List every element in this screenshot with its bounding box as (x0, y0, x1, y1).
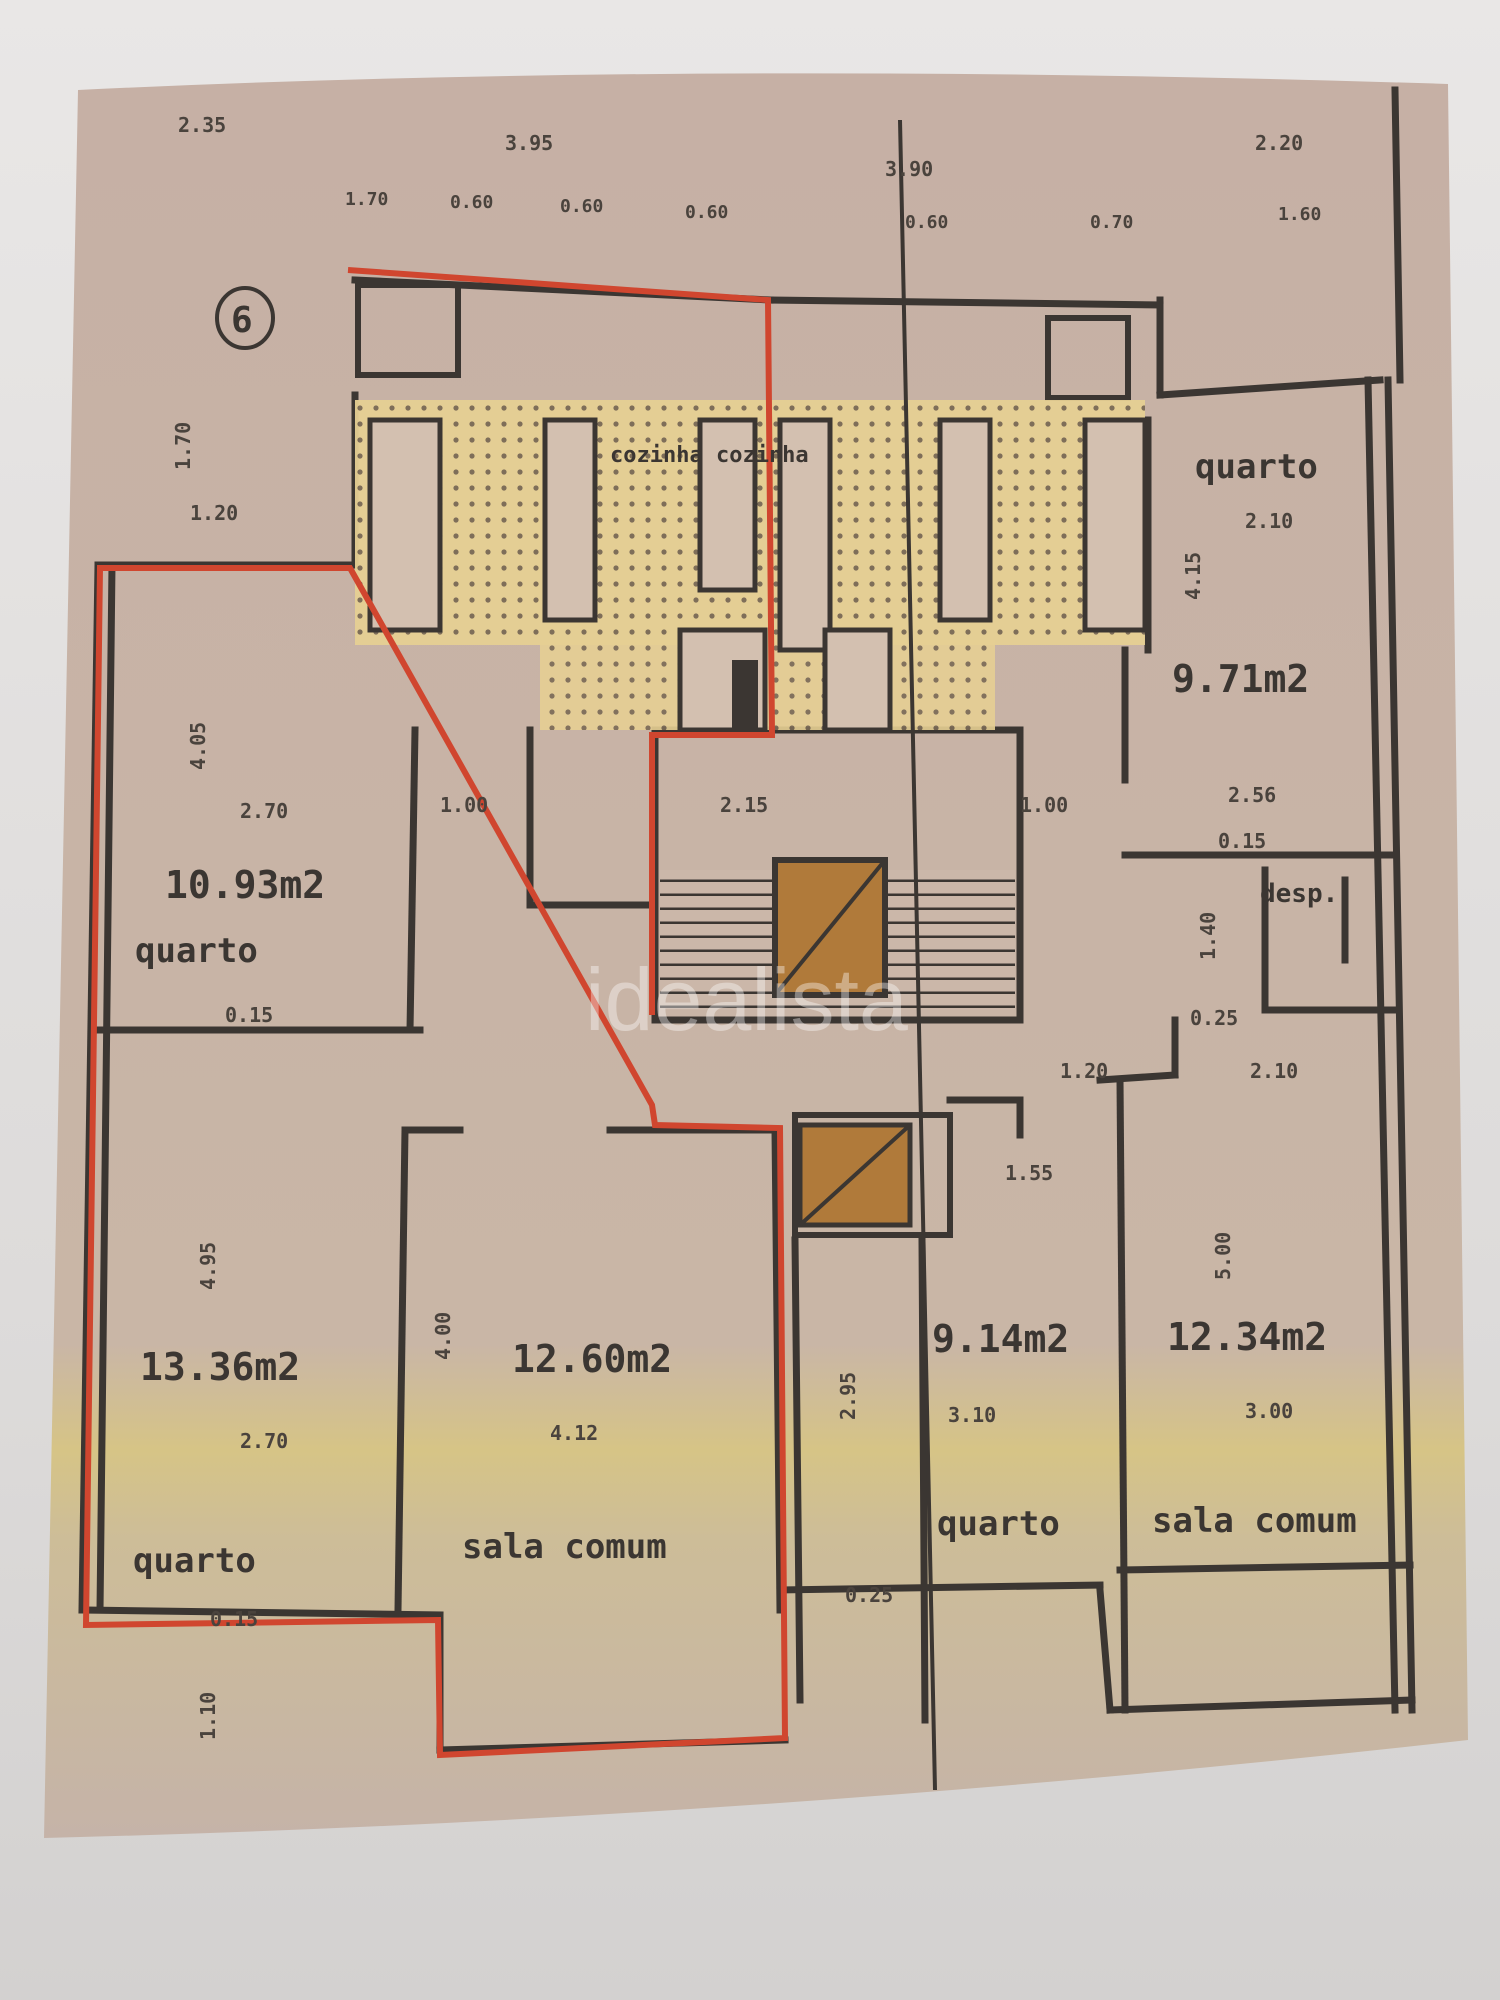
room-quarto-ne: quarto 9.71m2 2.10 4.15 2.56 0.15 (1172, 447, 1318, 853)
svg-text:1.20: 1.20 (190, 501, 238, 525)
sheet-number-badge: 6 (215, 286, 275, 350)
svg-text:3.10: 3.10 (948, 1403, 996, 1427)
axis-line (898, 119, 937, 1791)
svg-text:2.70: 2.70 (240, 799, 288, 823)
left-dimensions: 1.70 1.20 1.10 (171, 422, 238, 1740)
svg-text:13.36m2: 13.36m2 (140, 1345, 300, 1389)
svg-text:9.71m2: 9.71m2 (1172, 657, 1309, 701)
svg-text:0.60: 0.60 (450, 192, 493, 213)
svg-text:12.34m2: 12.34m2 (1167, 1315, 1327, 1359)
svg-text:4.00: 4.00 (431, 1312, 455, 1360)
svg-text:10.93m2: 10.93m2 (165, 863, 325, 907)
svg-text:0.15: 0.15 (1218, 829, 1266, 853)
svg-text:sala comum: sala comum (1152, 1501, 1357, 1541)
svg-text:2.15: 2.15 (720, 793, 768, 817)
svg-text:1.00: 1.00 (1020, 793, 1068, 817)
svg-text:2.35: 2.35 (178, 113, 226, 137)
svg-text:9.14m2: 9.14m2 (932, 1317, 1069, 1361)
room-quarto-sw: 13.36m2 2.70 4.95 quarto 0.15 (133, 1242, 300, 1631)
watermark: idealista (585, 950, 908, 1049)
svg-text:0.60: 0.60 (905, 212, 948, 233)
walls (78, 86, 1416, 1754)
svg-text:0.15: 0.15 (210, 1607, 258, 1631)
svg-text:5.00: 5.00 (1211, 1232, 1235, 1280)
svg-text:quarto: quarto (133, 1541, 256, 1581)
pantry-label: desp. (1260, 879, 1338, 909)
svg-text:2.95: 2.95 (836, 1372, 860, 1420)
hall-dimensions: 1.00 1.00 2.15 1.20 2.10 1.55 1.40 0.25 (440, 793, 1298, 1185)
main-stairs (660, 857, 1015, 1228)
svg-text:0.15: 0.15 (225, 1003, 273, 1027)
room-sala-w: 12.60m2 4.12 4.00 sala comum (431, 1312, 672, 1567)
svg-text:quarto: quarto (937, 1504, 1060, 1544)
svg-text:0.25: 0.25 (845, 1583, 893, 1607)
svg-text:2.10: 2.10 (1245, 509, 1293, 533)
svg-text:4.05: 4.05 (186, 722, 210, 770)
svg-text:1.70: 1.70 (345, 189, 388, 210)
svg-text:4.15: 4.15 (1181, 552, 1205, 600)
svg-text:2.10: 2.10 (1250, 1059, 1298, 1083)
kitchen-label: cozinha cozinha (610, 443, 809, 468)
svg-text:4.12: 4.12 (550, 1421, 598, 1445)
room-quarto-nw: 10.93m2 quarto 2.70 4.05 0.15 (135, 722, 325, 1027)
room-sala-e: 12.34m2 3.00 5.00 sala comum (1152, 1232, 1357, 1541)
svg-text:1.60: 1.60 (1278, 204, 1321, 225)
svg-text:1.40: 1.40 (1196, 912, 1220, 960)
svg-text:2.56: 2.56 (1228, 783, 1276, 807)
top-dimensions: 2.35 3.95 3.90 2.20 1.70 0.60 0.60 0.60 … (178, 113, 1321, 233)
svg-text:1.70: 1.70 (171, 422, 195, 470)
kitchen-zone (355, 400, 1148, 733)
svg-text:quarto: quarto (1195, 447, 1318, 487)
svg-text:3.90: 3.90 (885, 157, 933, 181)
highlighted-apartment-outline (82, 267, 789, 1759)
svg-text:2.70: 2.70 (240, 1429, 288, 1453)
svg-text:3.00: 3.00 (1245, 1399, 1293, 1423)
svg-text:0.60: 0.60 (560, 196, 603, 217)
svg-text:quarto: quarto (135, 931, 258, 971)
svg-text:1.00: 1.00 (440, 793, 488, 817)
svg-text:1.55: 1.55 (1005, 1161, 1053, 1185)
svg-text:1.20: 1.20 (1060, 1059, 1108, 1083)
svg-text:0.25: 0.25 (1190, 1006, 1238, 1030)
svg-text:3.95: 3.95 (505, 131, 553, 155)
svg-text:2.20: 2.20 (1255, 131, 1303, 155)
svg-text:0.60: 0.60 (685, 202, 728, 223)
svg-text:12.60m2: 12.60m2 (512, 1337, 672, 1381)
svg-text:sala comum: sala comum (462, 1527, 667, 1567)
svg-text:0.70: 0.70 (1090, 212, 1133, 233)
svg-text:6: 6 (231, 300, 253, 341)
svg-text:4.95: 4.95 (196, 1242, 220, 1290)
svg-text:1.10: 1.10 (196, 1692, 220, 1740)
room-quarto-s: 9.14m2 3.10 2.95 quarto 0.25 (836, 1317, 1069, 1607)
